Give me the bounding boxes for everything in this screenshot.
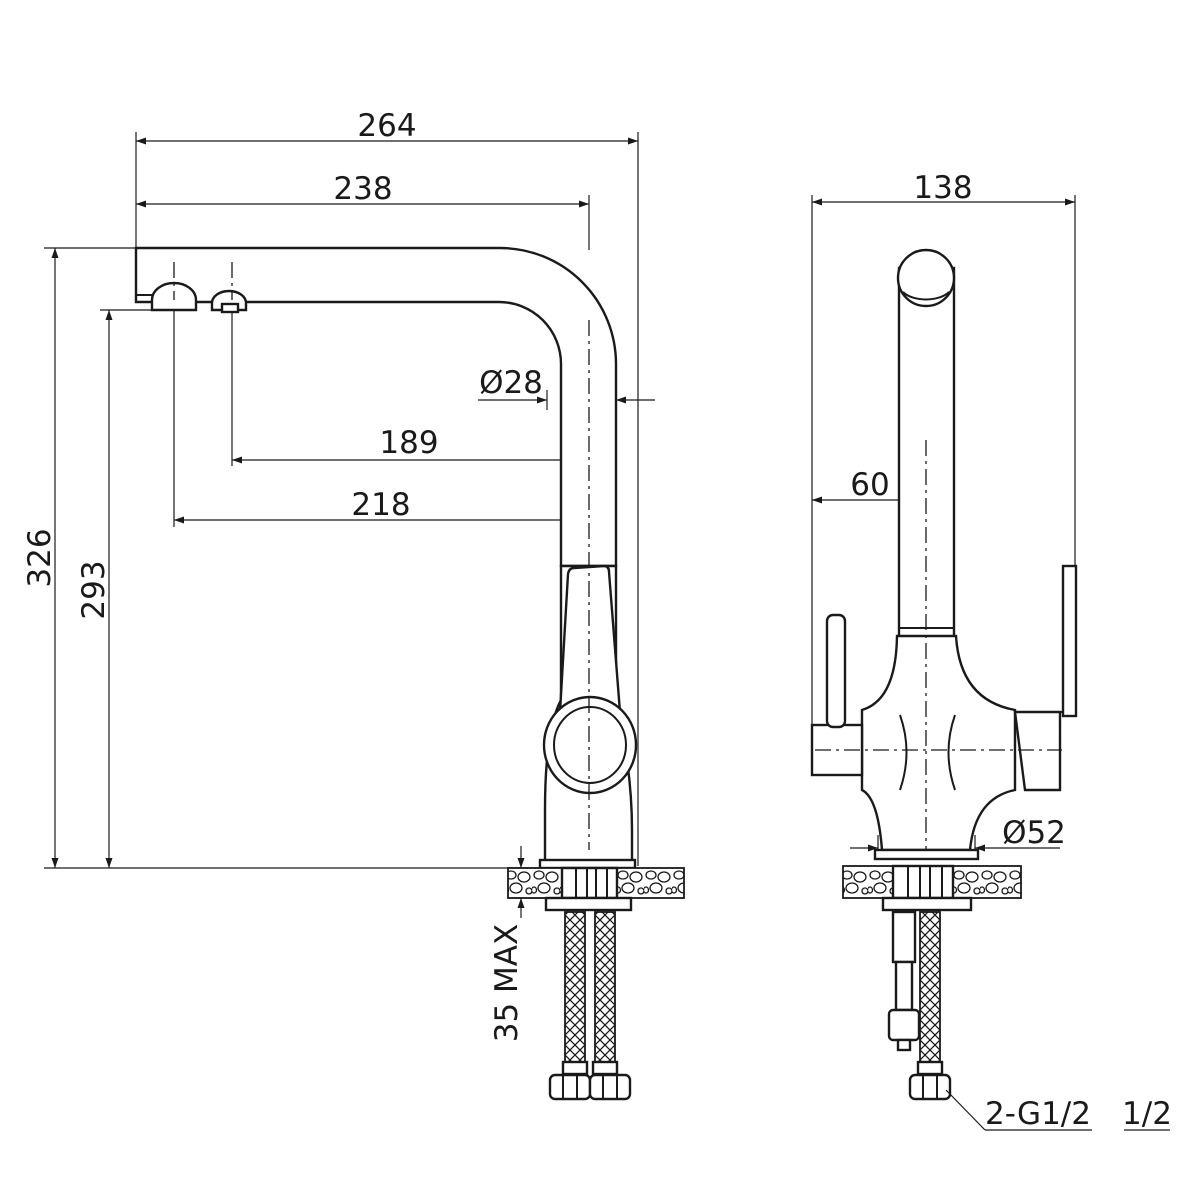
- filter-pipe-upper: [891, 910, 917, 964]
- front-body: [860, 634, 1017, 852]
- front-stud-block: [891, 864, 955, 900]
- front-spout-head: [896, 248, 956, 308]
- dim-label-138: 138: [913, 170, 972, 206]
- hose-collar-left: [561, 1060, 589, 1076]
- front-hose-collar: [916, 1060, 944, 1076]
- hose-collar-right: [591, 1060, 619, 1076]
- hose-nut-left: [548, 1073, 592, 1101]
- front-hose-nut: [908, 1073, 952, 1101]
- supply-hose-right: [594, 911, 616, 1063]
- front-body-arc-right: [947, 714, 956, 791]
- mixer-handle-front: [1013, 710, 1062, 792]
- spout: [134, 246, 618, 568]
- front-supply-hose: [919, 911, 941, 1063]
- front-view: 138 60 Ø52 2-G1/2 1/2: [810, 170, 1172, 1132]
- filter-pipe-lower: [894, 960, 914, 1012]
- dim-label-218: 218: [351, 487, 410, 523]
- mixer-cartridge-outer: [542, 695, 638, 795]
- front-spout-head-rim: [902, 291, 950, 301]
- front-base-flange: [873, 848, 980, 861]
- dim-label-diameter-52: Ø52: [1002, 815, 1066, 851]
- aerator-mixer-insert: [220, 302, 240, 314]
- scale-label: 1/2: [1122, 1096, 1172, 1132]
- mounting-nut-plate: [544, 896, 633, 912]
- thread-spec-label: 2-G1/2: [985, 1096, 1091, 1132]
- front-body-arc-left: [899, 714, 908, 791]
- thread-leader: [945, 1089, 986, 1131]
- hose-nut-right: [588, 1073, 632, 1101]
- dim-label-60: 60: [850, 467, 889, 503]
- base-flange: [538, 858, 637, 870]
- dim-label-326: 326: [22, 528, 58, 587]
- dim-label-293: 293: [76, 560, 112, 619]
- dim-label-35-max: 35 MAX: [489, 924, 525, 1043]
- mixer-lever-front: [1061, 564, 1078, 718]
- side-view: 264 238 Ø28 189 218 326 293 35 MAX: [22, 108, 685, 1101]
- dim-label-238: 238: [333, 171, 392, 207]
- dim-label-264: 264: [357, 108, 416, 144]
- filter-tap-lever: [825, 613, 847, 729]
- filter-pipe-tip: [896, 1038, 912, 1052]
- dim-label-189: 189: [379, 425, 438, 461]
- dim-label-diameter-28: Ø28: [479, 365, 543, 401]
- mixer-cartridge-inner: [553, 706, 627, 784]
- front-mounting-nut-plate: [881, 896, 973, 912]
- mount-stud-block: [560, 866, 619, 900]
- supply-hose-left: [564, 911, 586, 1063]
- mixer-lever: [558, 564, 622, 714]
- filter-pipe-nut: [887, 1008, 921, 1042]
